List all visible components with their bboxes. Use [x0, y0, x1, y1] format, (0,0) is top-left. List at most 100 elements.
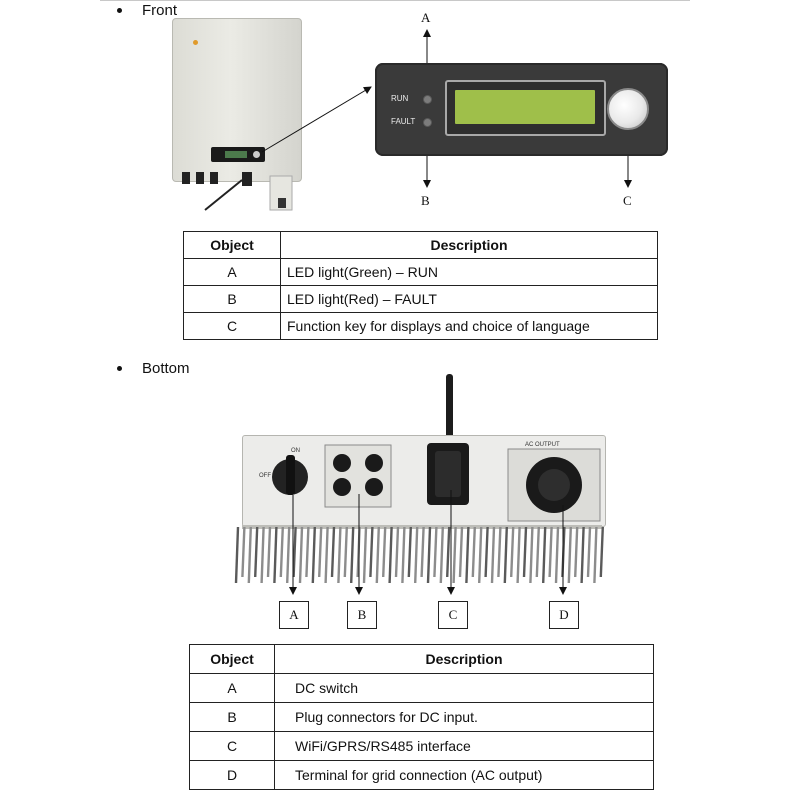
callout-a-box: A — [279, 601, 309, 629]
dc-plug-icon — [333, 454, 351, 472]
dc-connector-plate — [324, 444, 392, 508]
callout-c: C — [448, 607, 458, 622]
heatsink-fin — [503, 526, 508, 584]
heatsink-fin — [369, 526, 374, 578]
dc-plug-icon — [365, 454, 383, 472]
heatsink-fin — [286, 526, 291, 584]
heatsink-fin — [458, 526, 464, 578]
heatsink-fin — [318, 526, 323, 578]
row-object: A — [183, 258, 281, 286]
row-object: B — [183, 285, 281, 313]
heatsink-fin — [343, 526, 348, 578]
heatsink-fin — [439, 526, 444, 584]
row-description: WiFi/GPRS/RS485 interface — [274, 731, 654, 761]
heatsink-fin — [452, 526, 457, 584]
run-led-icon — [423, 95, 432, 104]
heatsink-fin — [407, 526, 412, 578]
heatsink-fin — [337, 526, 342, 584]
heatsink-fin — [298, 526, 304, 584]
off-label: OFF — [259, 473, 271, 479]
heatsink-fin — [375, 526, 380, 584]
callout-c: C — [623, 193, 632, 208]
heatsink-fin — [574, 526, 579, 578]
table-row: B LED light(Red) – FAULT — [183, 285, 658, 313]
heatsink-fin — [241, 526, 246, 578]
heatsink-fins — [234, 525, 604, 584]
inverter-bottom-connectors — [182, 172, 293, 211]
lcd-display — [445, 80, 606, 136]
heatsink-fin — [420, 526, 425, 578]
row-object: A — [189, 673, 275, 703]
heatsink-fin — [446, 526, 451, 578]
row-object: C — [189, 731, 275, 761]
display-panel: RUN FAULT — [375, 63, 668, 156]
row-object: D — [189, 760, 275, 790]
heatsink-fin — [330, 526, 336, 578]
heatsink-fin — [260, 526, 265, 584]
heatsink-fin — [254, 526, 259, 578]
heatsink-fin — [292, 526, 297, 578]
heatsink-fin — [510, 526, 515, 578]
front-heading-text: Front — [142, 2, 178, 19]
heatsink-fin — [324, 526, 329, 584]
header-description: Description — [280, 231, 658, 259]
bullet-dot-icon — [117, 8, 122, 13]
run-label: RUN — [391, 94, 409, 103]
callout-a: A — [421, 10, 431, 25]
heatsink-fin — [401, 526, 406, 584]
heatsink-fin — [567, 526, 572, 584]
heatsink-fin — [234, 526, 240, 584]
heatsink-fin — [586, 526, 592, 578]
callout-d: D — [559, 607, 569, 622]
heatsink-fin — [426, 526, 432, 584]
front-table: Object Description A LED light(Green) – … — [183, 231, 658, 340]
callout-a: A — [289, 607, 299, 622]
row-description: LED light(Red) – FAULT — [280, 285, 658, 313]
heatsink-fin — [433, 526, 438, 578]
dc-plug-icon — [333, 478, 351, 496]
bottom-heading-text: Bottom — [142, 360, 190, 377]
inverter-front-photo — [172, 18, 302, 182]
heatsink-fin — [273, 526, 278, 584]
lcd-screen — [455, 90, 595, 124]
heatsink-fin — [362, 526, 368, 584]
heatsink-fin — [593, 526, 598, 584]
inverter-display-window — [211, 147, 265, 162]
front-heading: Front — [117, 2, 177, 19]
heatsink-fin — [394, 526, 400, 578]
callout-c-box: C — [438, 601, 468, 629]
heatsink-fin — [247, 526, 252, 584]
heatsink-fin — [554, 526, 560, 584]
row-description: Plug connectors for DC input. — [274, 702, 654, 732]
header-object: Object — [189, 644, 275, 674]
heatsink-fin — [471, 526, 476, 578]
top-rule — [100, 0, 690, 1]
table-header-row: Object Description — [183, 231, 658, 259]
row-description: Terminal for grid connection (AC output) — [274, 760, 654, 790]
header-description: Description — [274, 644, 654, 674]
fault-label: FAULT — [391, 117, 416, 126]
heatsink-fin — [548, 526, 553, 578]
heatsink-fin — [535, 526, 540, 578]
function-key-icon — [607, 88, 649, 130]
dc-plug-icon — [365, 478, 383, 496]
heatsink-fin — [529, 526, 534, 584]
bottom-table: Object Description A DC switch B Plug co… — [189, 644, 654, 790]
table-row: C Function key for displays and choice o… — [183, 312, 658, 340]
row-description: Function key for displays and choice of … — [280, 312, 658, 340]
on-label: ON — [291, 448, 300, 454]
heatsink-fin — [497, 526, 502, 578]
brand-logo-icon — [193, 40, 198, 45]
callout-d-box: D — [549, 601, 579, 629]
heatsink-fin — [580, 526, 585, 584]
bullet-dot-icon — [117, 366, 122, 371]
heatsink-fin — [516, 526, 521, 584]
table-row: C WiFi/GPRS/RS485 interface — [189, 731, 654, 761]
heatsink-fin — [465, 526, 470, 584]
heatsink-fin — [388, 526, 393, 584]
bottom-components — [272, 443, 601, 522]
heatsink-fin — [542, 526, 547, 584]
heatsink-fin — [311, 526, 316, 584]
heatsink-fin — [414, 526, 419, 584]
